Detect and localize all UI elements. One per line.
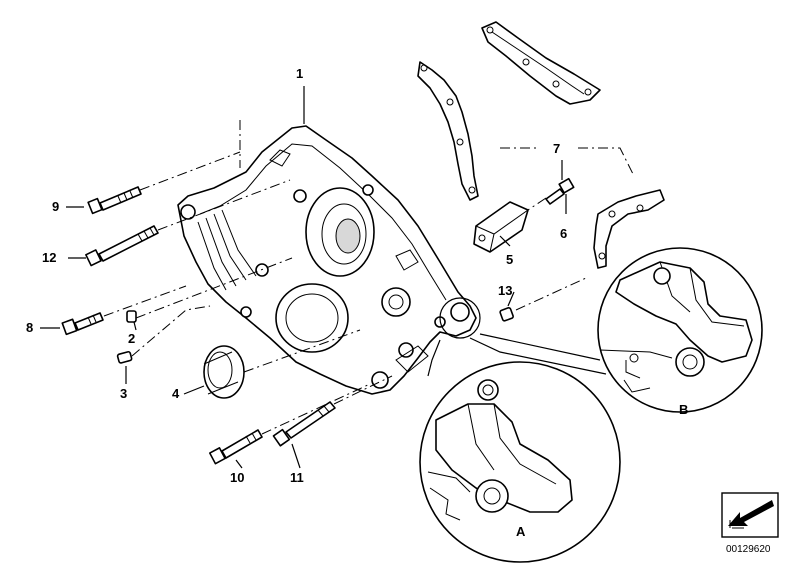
- callout-10: 10: [230, 470, 244, 485]
- callout-2: 2: [128, 331, 135, 346]
- bolt-10: [208, 429, 263, 465]
- detail-label-b: B: [679, 402, 688, 417]
- callout-5: 5: [506, 252, 513, 267]
- leader-lines: [103, 86, 635, 435]
- callout-13: 13: [498, 283, 512, 298]
- crankshaft-seal: [203, 345, 245, 399]
- callout-1: 1: [296, 66, 303, 81]
- dowel-pin-13: [499, 307, 514, 322]
- gasket-left: [417, 61, 479, 201]
- catalog-number: 00129620: [726, 544, 771, 555]
- callout-labels: 1 2 3 4 5 6 7 8 9 10 11 12 13: [26, 66, 567, 485]
- dowel-pin-2: [126, 310, 137, 323]
- callout-3: 3: [120, 386, 127, 401]
- callout-9: 9: [52, 199, 59, 214]
- bolt-12: [85, 225, 159, 267]
- gasket-right: [593, 189, 665, 269]
- callout-6: 6: [560, 226, 567, 241]
- detail-a: A: [419, 361, 621, 563]
- callout-7: 7: [553, 141, 560, 156]
- gasket-top: [481, 21, 601, 105]
- bolt-11: [272, 401, 336, 447]
- detail-label-a: A: [516, 524, 526, 539]
- dowel-pin-3: [116, 350, 133, 364]
- timing-case-cover: [177, 125, 477, 395]
- bolt-6: [545, 177, 575, 205]
- detail-connectors: [427, 297, 607, 377]
- callout-12: 12: [42, 250, 56, 265]
- rubber-mount: [473, 201, 529, 253]
- bolt-9: [87, 186, 142, 215]
- arrow-down-left-icon[interactable]: [721, 492, 779, 538]
- callout-8: 8: [26, 320, 33, 335]
- callout-11: 11: [290, 470, 304, 485]
- detail-b: B: [597, 247, 763, 417]
- callout-4: 4: [172, 386, 180, 401]
- bolt-8: [61, 312, 104, 336]
